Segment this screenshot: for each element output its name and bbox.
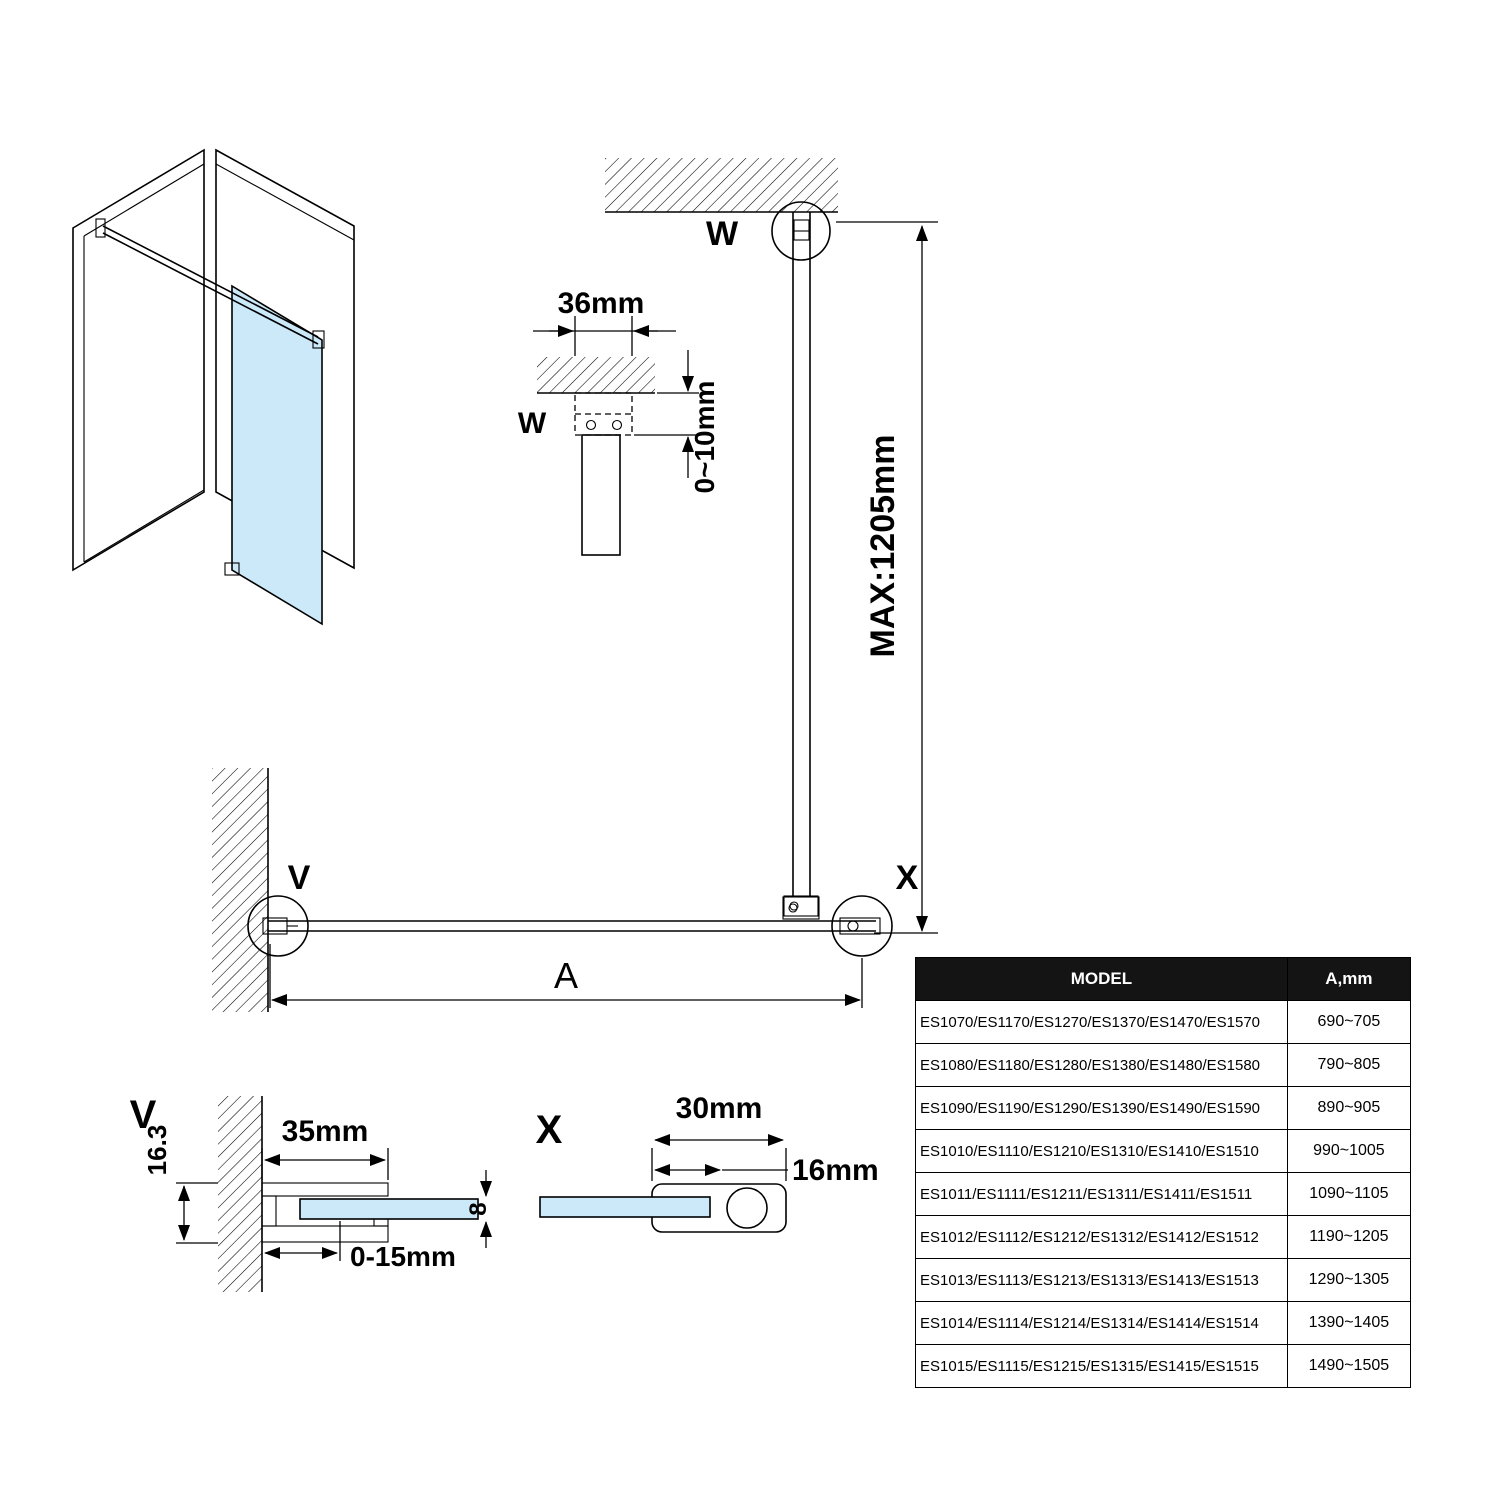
bar-glass-bracket (312, 330, 325, 349)
model-cell: ES1013/ES1113/ES1213/ES1313/ES1413/ES151… (915, 1258, 1288, 1302)
detail-v-label: V (130, 1093, 157, 1137)
table-row: ES1090/ES1190/ES1290/ES1390/ES1490/ES159… (915, 1086, 1412, 1130)
amm-cell: 1490~1505 (1286, 1344, 1412, 1388)
model-table: MODEL A,mm ES1070/ES1170/ES1270/ES1370/E… (915, 957, 1412, 1388)
dim-35mm-label: 35mm (282, 1115, 369, 1148)
model-cell: ES1014/ES1114/ES1214/ES1314/ES1414/ES151… (915, 1301, 1288, 1345)
table-row: ES1080/ES1180/ES1280/ES1380/ES1480/ES158… (915, 1043, 1412, 1087)
elevation-view: W MAX:1205mm (605, 158, 938, 934)
detail-v-callout: V 16.3 35mm 8 0-15mm (130, 1093, 492, 1292)
table-row: ES1012/ES1112/ES1212/ES1312/ES1412/ES151… (915, 1215, 1412, 1259)
wall-hatch (212, 768, 268, 1012)
table-row: ES1014/ES1114/ES1214/ES1314/ES1414/ES151… (915, 1301, 1412, 1345)
floor-bracket (224, 562, 240, 576)
detail-x-callout: X 30mm 16mm (536, 1092, 879, 1233)
model-cell: ES1090/ES1190/ES1290/ES1390/ES1490/ES159… (915, 1086, 1288, 1130)
glass-section-x (539, 1196, 711, 1218)
bar-wall-bracket (95, 218, 106, 238)
model-cell: ES1015/ES1115/ES1215/ES1315/ES1415/ES151… (915, 1344, 1288, 1388)
detail-w-callout: 36mm W 0~10mm (518, 287, 720, 556)
table-row: ES1015/ES1115/ES1215/ES1315/ES1415/ES151… (915, 1344, 1412, 1388)
model-cell: ES1070/ES1170/ES1270/ES1370/ES1470/ES157… (915, 1000, 1288, 1044)
wall-profile-top (261, 1182, 389, 1197)
dim-30mm-label: 30mm (676, 1092, 763, 1125)
dim-163-label: 16.3 (142, 1125, 172, 1176)
table-row: ES1010/ES1110/ES1210/ES1310/ES1410/ES151… (915, 1129, 1412, 1173)
glass-panel (231, 284, 323, 626)
table-row: ES1070/ES1170/ES1270/ES1370/ES1470/ES157… (915, 1000, 1412, 1044)
amm-cell: 1190~1205 (1286, 1215, 1412, 1259)
model-column-header: MODEL (915, 957, 1288, 1001)
amm-cell: 890~905 (1286, 1086, 1412, 1130)
wall-profile-bottom (261, 1225, 389, 1243)
ceiling-hatch (605, 158, 838, 212)
dim-8-label: 8 (465, 1202, 492, 1215)
ceiling-hatch-small (537, 357, 655, 393)
detail-x-label: X (536, 1108, 563, 1152)
model-cell: ES1080/ES1180/ES1280/ES1380/ES1480/ES158… (915, 1043, 1288, 1087)
table-row: ES1013/ES1113/ES1213/ES1313/ES1413/ES151… (915, 1258, 1412, 1302)
amm-cell: 790~805 (1286, 1043, 1412, 1087)
elevation-w-label: W (706, 215, 739, 253)
amm-column-header: A,mm (1286, 957, 1412, 1001)
bar-bottom-clamp (783, 895, 819, 917)
ceiling-bracket-dashed (574, 392, 633, 436)
detail-x-circle (831, 895, 893, 957)
dim-015mm-label: 0-15mm (350, 1241, 456, 1272)
detail-v-circle (247, 895, 309, 957)
amm-cell: 990~1005 (1286, 1129, 1412, 1173)
detail-w-circle (771, 201, 831, 261)
model-cell: ES1010/ES1110/ES1210/ES1310/ES1410/ES151… (915, 1129, 1288, 1173)
model-table-container: MODEL A,mm ES1070/ES1170/ES1270/ES1370/E… (915, 957, 1412, 1388)
table-header-row: MODEL A,mm (915, 957, 1412, 1001)
glass-section-v (299, 1198, 479, 1220)
amm-cell: 1390~1405 (1286, 1301, 1412, 1345)
amm-cell: 690~705 (1286, 1000, 1412, 1044)
support-bar (102, 225, 319, 338)
amm-cell: 1090~1105 (1286, 1172, 1412, 1216)
table-row: ES1011/ES1111/ES1211/ES1311/ES1411/ES151… (915, 1172, 1412, 1216)
plan-v-label: V (288, 859, 311, 897)
max-height-label: MAX:1205mm (864, 435, 902, 658)
span-a-label: A (554, 955, 578, 996)
wall-hatch-detail (218, 1096, 262, 1292)
iso-view (72, 148, 355, 626)
clamp-bar-hole (726, 1187, 768, 1229)
support-bar-section (581, 434, 621, 556)
dim-16mm-label: 16mm (792, 1154, 879, 1187)
amm-cell: 1290~1305 (1286, 1258, 1412, 1302)
model-cell: ES1012/ES1112/ES1212/ES1312/ES1412/ES151… (915, 1215, 1288, 1259)
iso-left-wall (72, 148, 205, 572)
dim-36mm-label: 36mm (558, 287, 645, 320)
dim-gap-label: 0~10mm (689, 381, 720, 494)
plan-view: V X A (212, 768, 919, 1012)
model-cell: ES1011/ES1111/ES1211/ES1311/ES1411/ES151… (915, 1172, 1288, 1216)
plan-x-label: X (896, 859, 919, 897)
detail-w-label: W (518, 407, 547, 440)
